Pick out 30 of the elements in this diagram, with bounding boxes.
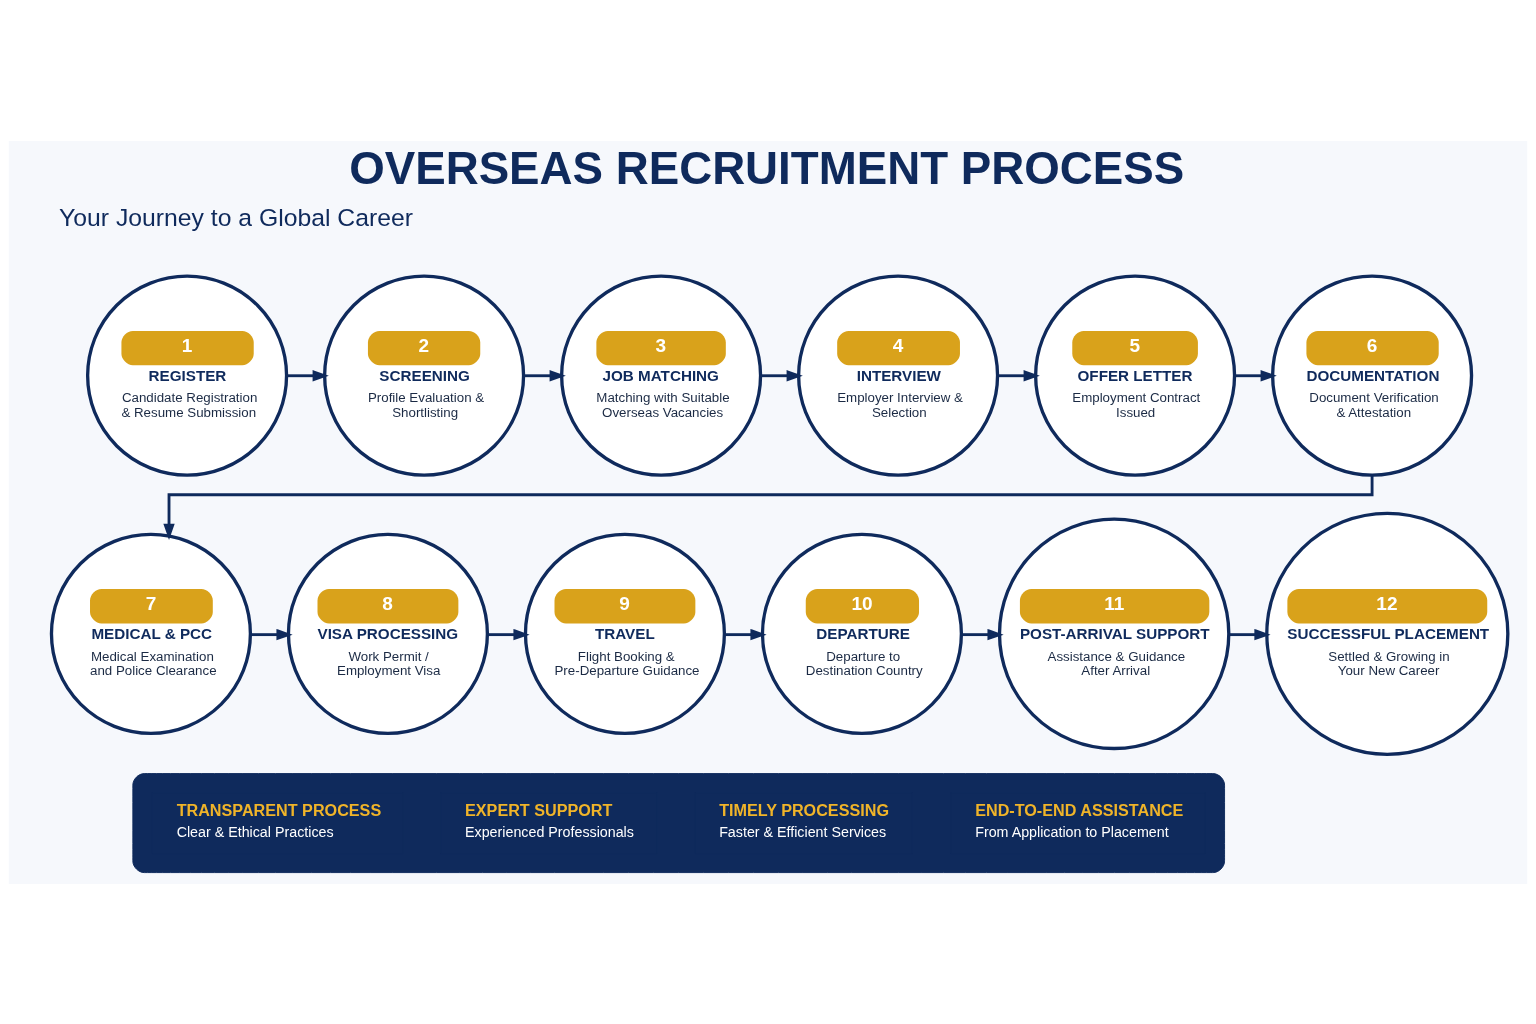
arrow (286, 369, 329, 381)
node-circle: 10 DEPARTURE Departure to Destination Country (760, 532, 964, 735)
label: Your Journey to a Global Career (59, 203, 413, 231)
arrow (997, 369, 1040, 381)
node-circle: 11 POST-ARRIVAL SUPPORT Assistance & Guidance After Arrival (997, 517, 1231, 750)
node-circle: 8 VISA PROCESSING Work Permit / Employment Visa (286, 532, 490, 735)
cluster (132, 772, 1226, 873)
node-circle: 6 DOCUMENTATION Document Verification & Attestation (1270, 274, 1474, 477)
arrow (961, 628, 1004, 640)
diagram-title: OVERSEAS RECRUITMENT PROCESS (349, 142, 1185, 194)
arrow (724, 628, 767, 640)
node-circle: 5 OFFER LETTER Employment Contract Issued (1033, 274, 1237, 477)
arrow (760, 369, 803, 381)
arrow (523, 369, 566, 381)
arrow (250, 628, 293, 640)
node-circle: 4 INTERVIEW Employer Interview & Selection (796, 274, 1000, 477)
node-text: TIMELY PROCESSING Faster & Efficient Services (719, 800, 889, 840)
node-circle: 1 REGISTER Candidate Registration & Resume Submission (85, 274, 289, 477)
node-circle: 2 SCREENING Profile Evaluation & Shortlisting (322, 274, 526, 477)
arrow (1229, 628, 1271, 640)
node-circle: 12 SUCCESSFUL PLACEMENT Settled & Growing in Your New Career (1265, 511, 1510, 756)
node-circle: 9 TRAVEL Flight Booking & Pre-Departure Guidance (523, 532, 727, 735)
node-circle: 7 MEDICAL & PCC Medical Examination and Police Clearance (49, 532, 253, 735)
node-text: EXPERT SUPPORT Experienced Professionals (465, 800, 634, 840)
arrow (1234, 369, 1277, 381)
node-text: TRANSPARENT PROCESS Clear & Ethical Practices (176, 800, 382, 840)
node-text: END-TO-END ASSISTANCE From Application to Placement (975, 800, 1184, 840)
arrow (487, 628, 530, 640)
node-circle: 3 JOB MATCHING Matching with Suitable Overseas Vacancies (559, 274, 763, 477)
arrow (163, 474, 1374, 540)
